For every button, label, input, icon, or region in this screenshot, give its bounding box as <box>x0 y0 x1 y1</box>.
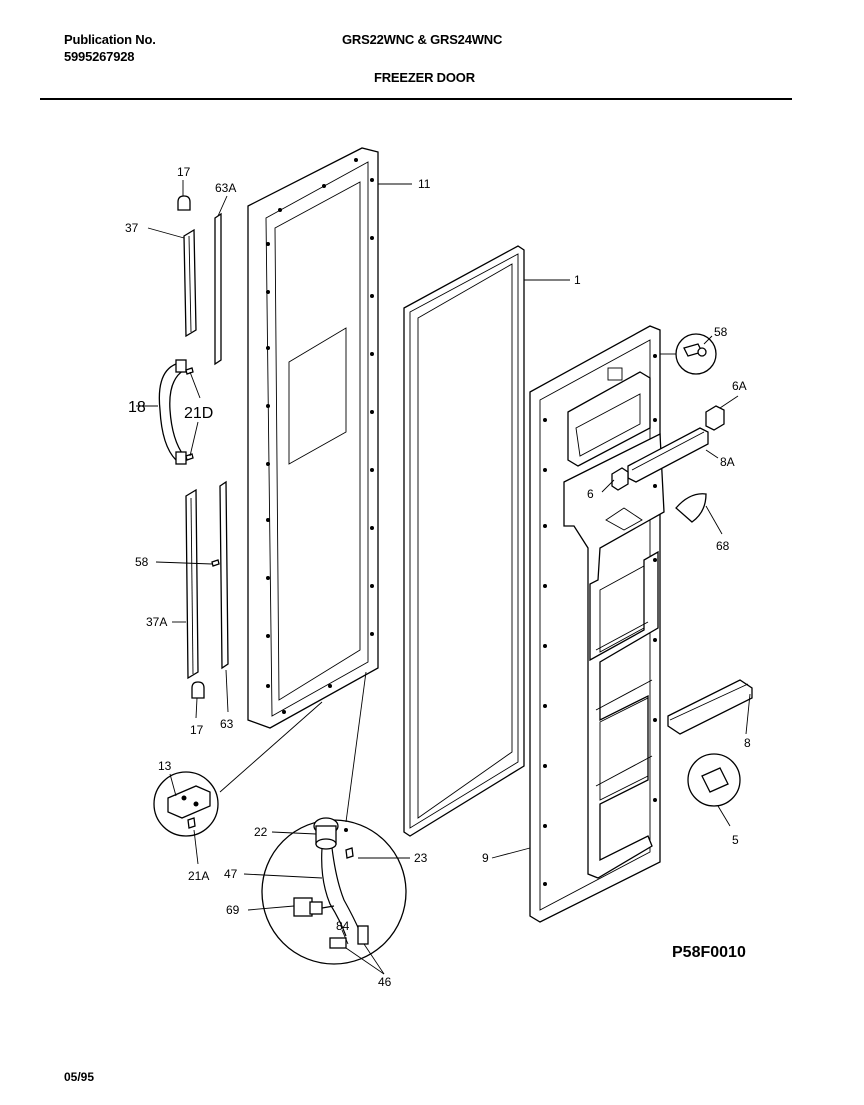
model-numbers: GRS22WNC & GRS24WNC <box>342 32 503 47</box>
callout-6a: 6A <box>732 379 747 393</box>
clip-6 <box>611 467 629 491</box>
publication-label: Publication No. <box>64 32 156 47</box>
callout-68: 68 <box>716 539 730 553</box>
section-title: FREEZER DOOR <box>374 70 475 85</box>
callout-8a: 8A <box>720 455 735 469</box>
callout-18: 18 <box>128 399 146 416</box>
dispenser-cup-68 <box>675 493 707 523</box>
callout-1: 1 <box>574 273 581 287</box>
clip-6a <box>705 405 725 431</box>
callout-37: 37 <box>125 221 139 235</box>
lower-trim-37a <box>185 488 199 680</box>
callout-5: 5 <box>732 833 739 847</box>
publication-number: 5995267928 <box>64 49 135 64</box>
callout-63: 63 <box>220 717 234 731</box>
callout-21d: 21D <box>184 405 213 422</box>
shelf-bar-8 <box>667 679 753 735</box>
callout-8: 8 <box>744 736 751 750</box>
callout-23: 23 <box>414 851 428 865</box>
callout-37a: 37A <box>146 615 167 629</box>
end-cap-5-circle <box>687 753 741 807</box>
callout-47: 47 <box>224 867 238 881</box>
callout-46: 46 <box>378 975 392 989</box>
leader-lines <box>136 180 751 975</box>
callout-11: 11 <box>418 177 431 191</box>
lower-strip-63 <box>219 480 229 670</box>
header-divider <box>40 98 792 100</box>
callout-17-top: 17 <box>177 165 191 179</box>
callout-21a: 21A <box>188 869 209 883</box>
inner-door-liner <box>529 325 665 923</box>
door-gasket <box>403 245 525 837</box>
callout-69: 69 <box>226 903 240 917</box>
handle-screws <box>185 367 194 461</box>
outer-door-panel <box>247 147 379 729</box>
upper-trim-37 <box>183 228 197 338</box>
top-cap-17 <box>177 195 191 211</box>
callout-13: 13 <box>158 759 172 773</box>
callout-6: 6 <box>587 487 594 501</box>
callout-63a: 63A <box>215 181 236 195</box>
callout-84: 84 <box>336 919 350 933</box>
door-handle <box>158 359 187 465</box>
callout-58-right: 58 <box>714 325 728 339</box>
callout-22: 22 <box>254 825 268 839</box>
screw-58-left <box>211 559 220 567</box>
wiring-detail-circle <box>261 817 407 965</box>
upper-strip-63a <box>214 212 222 366</box>
callout-labels: 17 63A 11 37 1 58 6A 18 21D 8A 6 68 58 3… <box>125 165 751 989</box>
screw-58-circle <box>675 333 717 375</box>
hinge-detail-circle <box>153 771 219 837</box>
revision-date: 05/95 <box>64 1070 95 1084</box>
bottom-cap-17 <box>191 681 205 699</box>
diagram-code: P58F0010 <box>672 944 746 961</box>
callout-17-bottom: 17 <box>190 723 204 737</box>
callout-9: 9 <box>482 851 489 865</box>
callout-58-left: 58 <box>135 555 149 569</box>
